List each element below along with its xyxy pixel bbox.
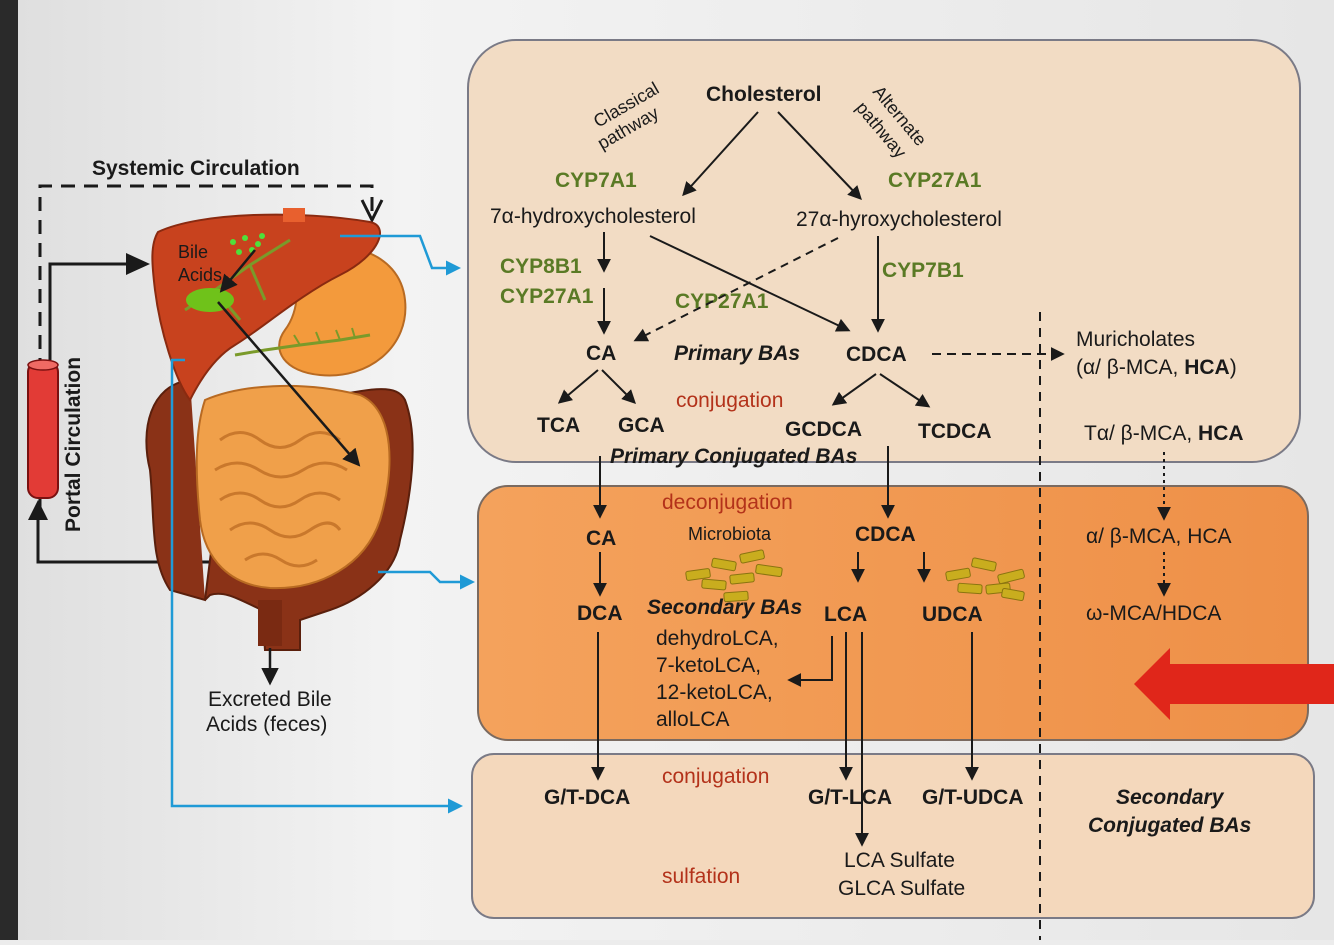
liver bbox=[151, 213, 381, 402]
small-intestine bbox=[195, 384, 391, 590]
portal-vein-top bbox=[27, 359, 59, 371]
bile-dots bbox=[230, 233, 265, 255]
tmca-label: Tα/ β-MCA, HCA bbox=[1084, 422, 1244, 445]
lca-label: LCA bbox=[824, 603, 867, 626]
lca-derivative-4: alloLCA bbox=[656, 708, 730, 731]
lca-derivative-1: dehydroLCA, bbox=[656, 627, 779, 650]
portal-to-liver-line bbox=[48, 262, 138, 360]
portal-vein-tube bbox=[27, 361, 59, 499]
cdca-top-label: CDCA bbox=[846, 343, 907, 366]
deconjugation-label: deconjugation bbox=[662, 491, 793, 514]
muricholates-detail: (α/ β-MCA, HCA) bbox=[1076, 356, 1237, 379]
liver-vessel bbox=[283, 208, 305, 222]
arrow-ca-gca bbox=[601, 369, 636, 404]
tca-label: TCA bbox=[537, 414, 580, 437]
screen-bezel bbox=[0, 0, 18, 940]
bile-acids-label-1: Bile bbox=[178, 242, 208, 262]
arrow-cholesterol-27a bbox=[777, 111, 862, 201]
bile-acids-label-2: Acids bbox=[178, 265, 222, 285]
secondary-bas-label: Secondary BAs bbox=[647, 596, 802, 619]
bile-to-gallbladder-arrow bbox=[219, 249, 256, 293]
lca-sulfate-label: LCA Sulfate bbox=[844, 849, 955, 872]
cyp27a1-mid-label: CYP27A1 bbox=[675, 290, 769, 313]
primary-conjugated-bas-label: Primary Conjugated BAs bbox=[610, 445, 857, 468]
gcdca-label: GCDCA bbox=[785, 418, 862, 441]
cholesterol-label: Cholesterol bbox=[706, 83, 822, 106]
intestine-section: deconjugation Microbiota CA CDCA α/ β-MC… bbox=[577, 446, 1334, 731]
mca-hca-label: α/ β-MCA, HCA bbox=[1086, 525, 1232, 548]
udca-label: UDCA bbox=[922, 603, 983, 626]
muricholates-label: Muricholates bbox=[1076, 328, 1195, 351]
systemic-circulation-label: Systemic Circulation bbox=[92, 157, 300, 180]
conjugation-top-label: conjugation bbox=[676, 389, 783, 412]
tcdca-label: TCDCA bbox=[918, 420, 992, 443]
27a-hydroxycholesterol-label: 27α-hyroxycholesterol bbox=[796, 208, 1002, 231]
arrow-lca-derivatives bbox=[787, 636, 833, 687]
omega-mca-label: ω-MCA/HDCA bbox=[1086, 602, 1221, 625]
cyp8b1-label: CYP8B1 bbox=[500, 255, 582, 278]
blue-arrow-intestine bbox=[378, 570, 475, 590]
cyp7a1-label: CYP7A1 bbox=[555, 169, 637, 192]
gt-dca-label: G/T-DCA bbox=[544, 786, 630, 809]
primary-bas-label: Primary BAs bbox=[674, 342, 800, 365]
microbiota-label: Microbiota bbox=[688, 524, 772, 544]
cdca-middle-label: CDCA bbox=[855, 523, 916, 546]
excreted-label-1: Excreted Bile bbox=[208, 688, 332, 711]
cyp27a1-right-label: CYP27A1 bbox=[888, 169, 982, 192]
secondary-conjugated-label-2: Conjugated BAs bbox=[1088, 814, 1251, 837]
gallbladder-to-intestine-arrow bbox=[217, 301, 361, 467]
ca-top-label: CA bbox=[586, 342, 616, 365]
arrow-27a-ca-dashed bbox=[633, 237, 839, 342]
microbiota-icon-2 bbox=[945, 557, 1025, 602]
lca-derivative-3: 12-ketoLCA, bbox=[656, 681, 773, 704]
systemic-arrowhead-icon bbox=[360, 199, 384, 224]
bile-duct-branches bbox=[293, 327, 356, 346]
top-panel bbox=[467, 39, 1301, 463]
portal-circulation-label: Portal Circulation bbox=[62, 357, 85, 532]
7a-hydroxycholesterol-label: 7α-hydroxycholesterol bbox=[490, 205, 696, 228]
dca-label: DCA bbox=[577, 602, 623, 625]
liver-synthesis-section: Classical pathway Alternate pathway Chol… bbox=[490, 78, 1244, 468]
intestine-folds bbox=[214, 431, 348, 568]
middle-panel bbox=[477, 485, 1309, 741]
systemic-conjugation-section: conjugation G/T-DCA G/T-LCA G/T-UDCA Sec… bbox=[544, 632, 1251, 900]
gca-label: GCA bbox=[618, 414, 665, 437]
arrow-cdca-tcdca bbox=[879, 373, 931, 408]
arrow-cholesterol-7a bbox=[682, 111, 759, 197]
microbiota-icon bbox=[685, 549, 783, 603]
glca-sulfate-label: GLCA Sulfate bbox=[838, 877, 965, 900]
sulfation-label: sulfation bbox=[662, 865, 740, 888]
portal-up-arrowhead-icon bbox=[28, 500, 48, 520]
arrow-cdca-gcdca bbox=[831, 373, 877, 406]
secondary-conjugated-label-1: Secondary bbox=[1116, 786, 1225, 809]
gt-lca-label: G/T-LCA bbox=[808, 786, 892, 809]
bottom-panel bbox=[471, 753, 1315, 919]
lca-derivative-2: 7-ketoLCA, bbox=[656, 654, 761, 677]
systemic-loop bbox=[38, 184, 374, 510]
portal-right-arrowhead-icon bbox=[126, 253, 150, 275]
highlight-arrow-icon bbox=[1134, 648, 1334, 720]
anatomy-illustration: Systemic Circulation Portal Circulation … bbox=[27, 157, 475, 814]
blue-arrow-liver bbox=[340, 234, 461, 276]
excreted-label-2: Acids (feces) bbox=[206, 713, 327, 736]
cyp27a1-left-label: CYP27A1 bbox=[500, 285, 594, 308]
cyp7b1-label: CYP7B1 bbox=[882, 259, 964, 282]
conjugation-bottom-label: conjugation bbox=[662, 765, 769, 788]
rectum bbox=[258, 600, 282, 646]
ca-middle-label: CA bbox=[586, 527, 616, 550]
blue-arrow-systemic bbox=[170, 358, 463, 814]
gt-udca-label: G/T-UDCA bbox=[922, 786, 1024, 809]
gallbladder bbox=[186, 288, 234, 312]
arrow-ca-tca bbox=[557, 369, 599, 404]
